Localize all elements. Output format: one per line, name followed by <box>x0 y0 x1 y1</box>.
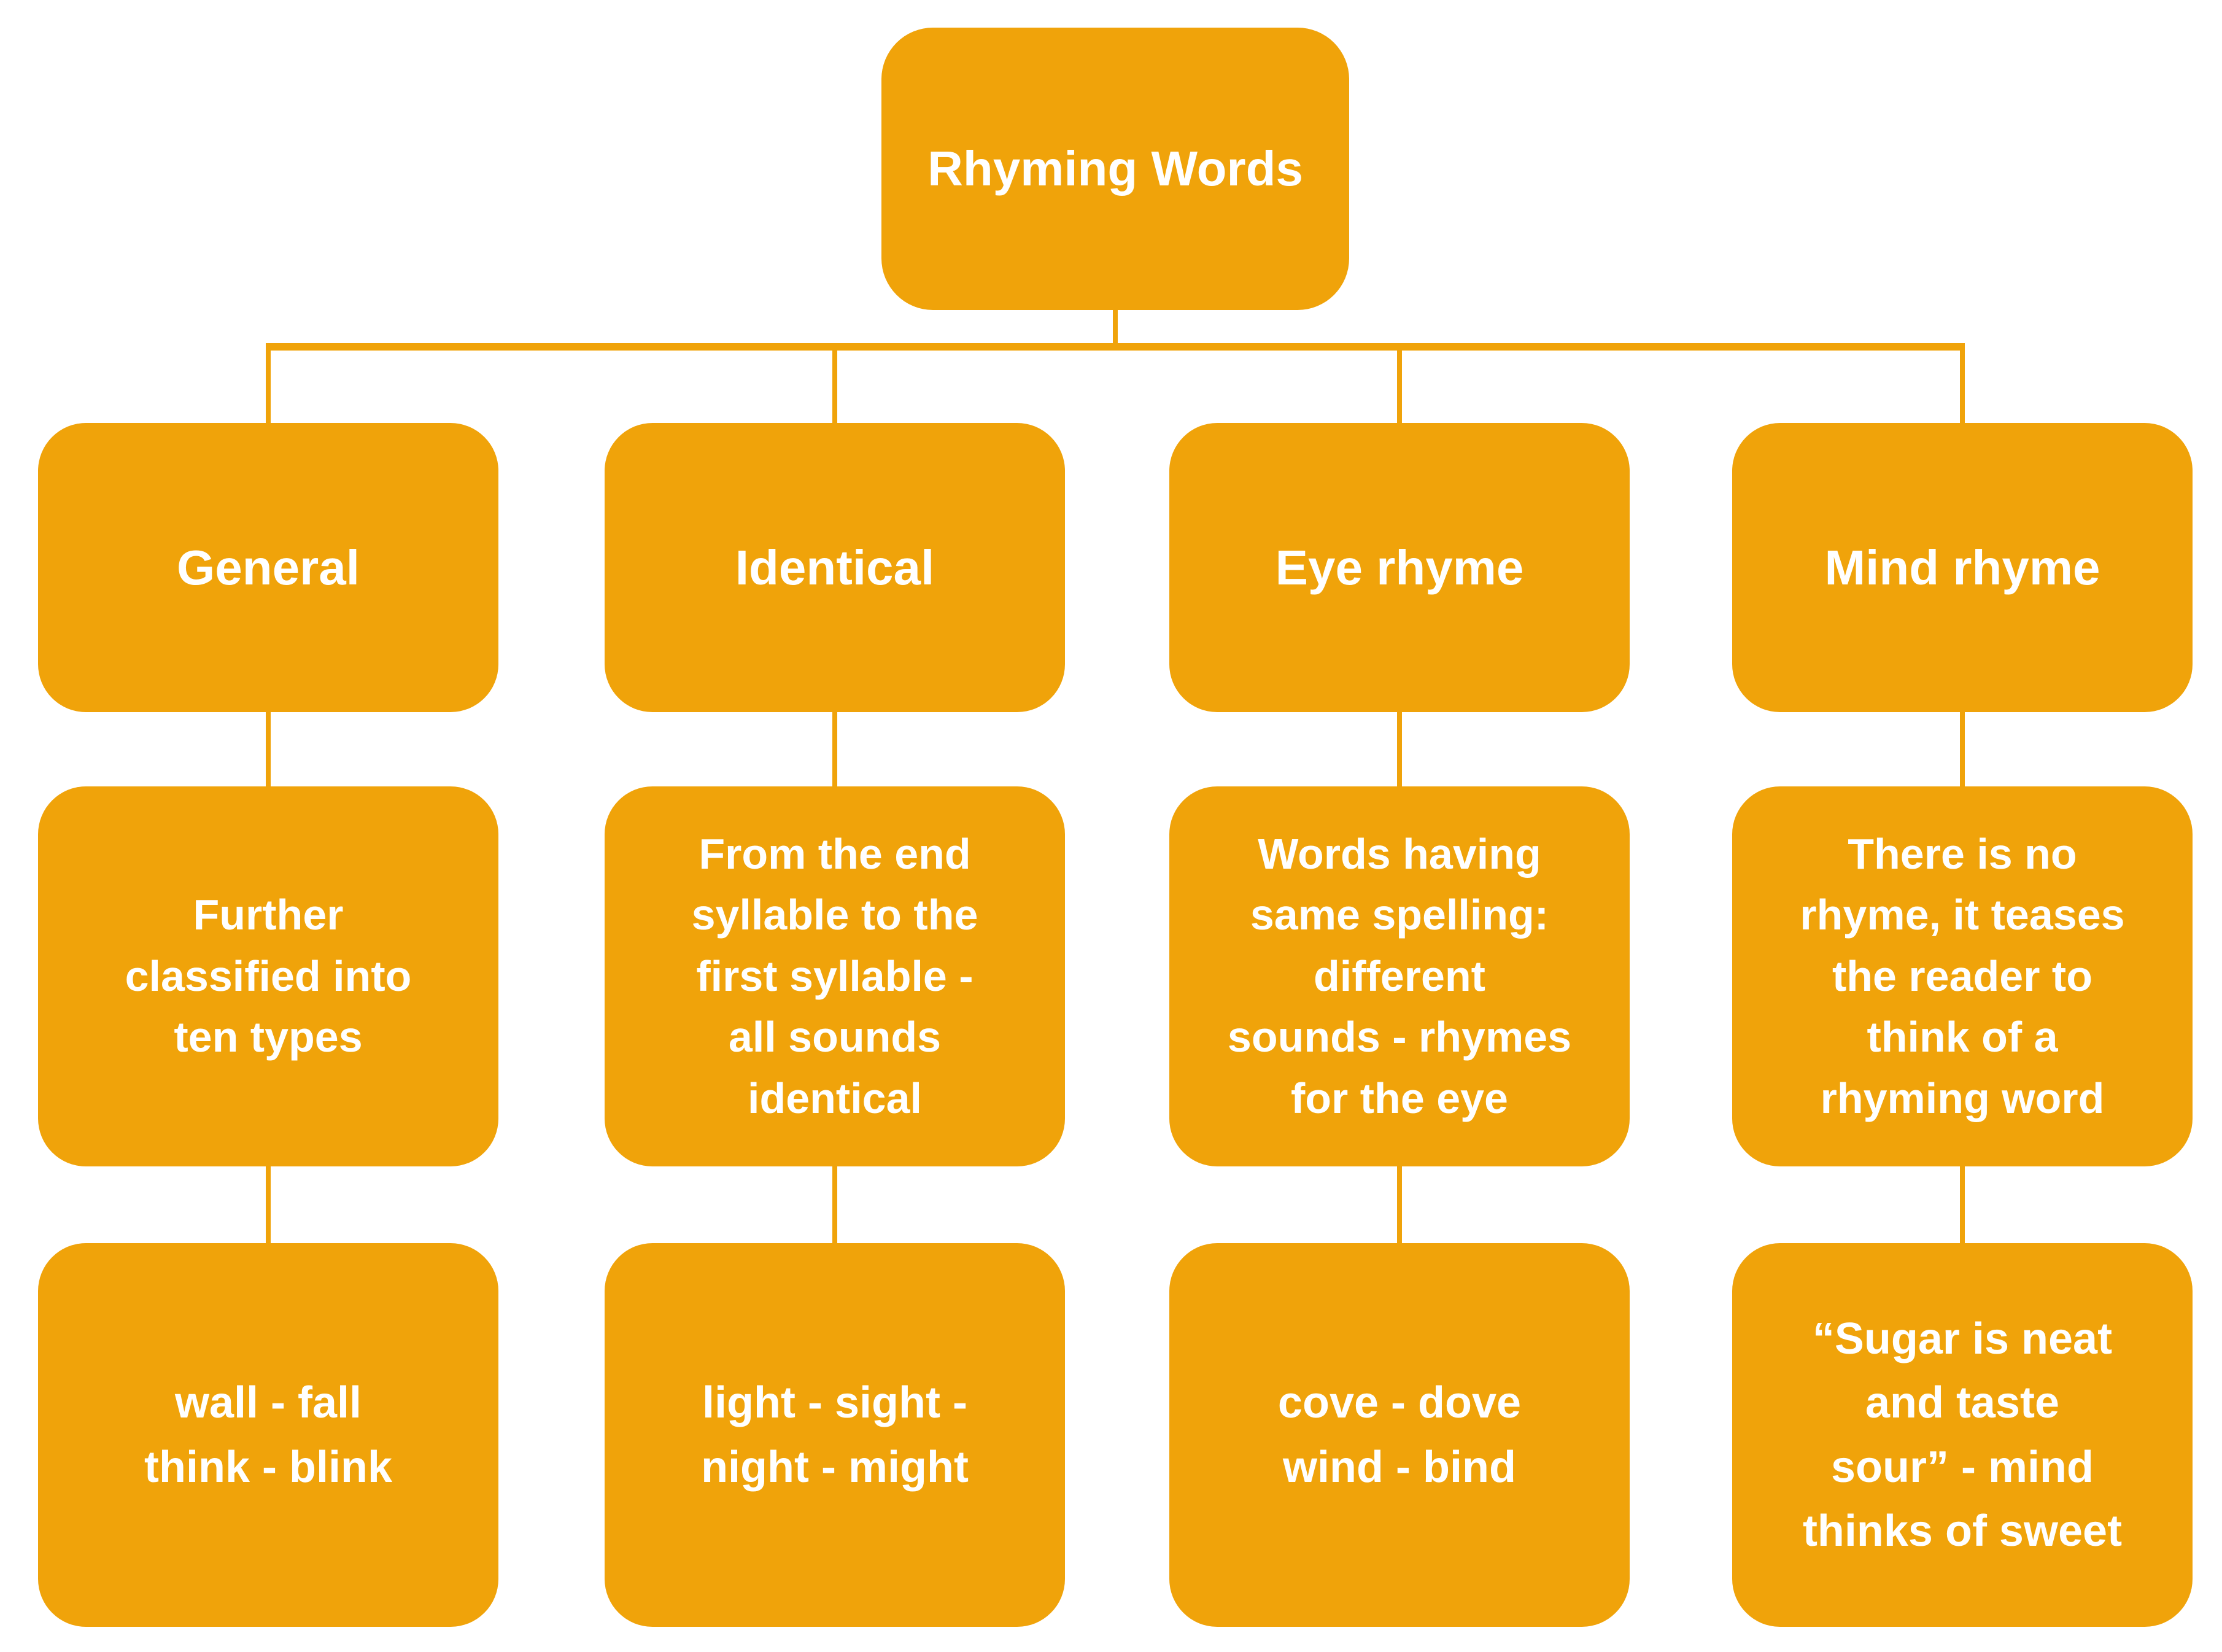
description-node-eye-rhyme: Words having same spelling: different so… <box>1169 786 1630 1166</box>
connector-general-description <box>266 711 271 788</box>
connector-mind-rhyme-example <box>1960 1165 1965 1244</box>
connector-identical-example <box>832 1165 837 1244</box>
header-node-mind-rhyme: Mind rhyme <box>1732 423 2193 712</box>
connector-identical-description <box>832 711 837 788</box>
example-text-mind-rhyme: “Sugar is neat and taste sour” - mind th… <box>1802 1314 2123 1556</box>
description-text-general: Further classified into ten types <box>125 891 412 1061</box>
description-node-identical: From the end syllable to the first sylla… <box>605 786 1065 1166</box>
header-label-general: General <box>177 540 360 595</box>
example-node-general: wall - fall think - blink <box>38 1243 498 1627</box>
header-label-identical: Identical <box>735 540 935 595</box>
header-node-general: General <box>38 423 498 712</box>
connector-mind-rhyme-description <box>1960 711 1965 788</box>
description-text-mind-rhyme: There is no rhyme, it teases the reader … <box>1800 830 2125 1122</box>
description-text-identical: From the end syllable to the first sylla… <box>691 830 978 1122</box>
description-node-mind-rhyme: There is no rhyme, it teases the reader … <box>1732 786 2193 1166</box>
root-node-rhyming-words: Rhyming Words <box>881 28 1349 310</box>
header-label-eye-rhyme: Eye rhyme <box>1275 540 1524 595</box>
connector-eye-rhyme-example <box>1397 1165 1402 1244</box>
root-label: Rhyming Words <box>927 141 1303 196</box>
example-text-identical: light - sight - night - might <box>701 1378 969 1492</box>
connector-branch-identical <box>832 347 837 423</box>
header-node-eye-rhyme: Eye rhyme <box>1169 423 1630 712</box>
example-text-general: wall - fall think - blink <box>144 1378 392 1492</box>
connector-branch-general <box>266 347 271 423</box>
connector-root-stem <box>1113 307 1118 348</box>
example-node-identical: light - sight - night - might <box>605 1243 1065 1627</box>
connector-branch-mind-rhyme <box>1960 347 1965 423</box>
connector-branch-eye-rhyme <box>1397 347 1402 423</box>
description-node-general: Further classified into ten types <box>38 786 498 1166</box>
header-node-identical: Identical <box>605 423 1065 712</box>
description-text-eye-rhyme: Words having same spelling: different so… <box>1227 830 1572 1122</box>
example-text-eye-rhyme: cove - dove wind - bind <box>1277 1378 1522 1492</box>
header-label-mind-rhyme: Mind rhyme <box>1824 540 2100 595</box>
connector-eye-rhyme-description <box>1397 711 1402 788</box>
example-node-eye-rhyme: cove - dove wind - bind <box>1169 1243 1630 1627</box>
connector-general-example <box>266 1165 271 1244</box>
example-node-mind-rhyme: “Sugar is neat and taste sour” - mind th… <box>1732 1243 2193 1627</box>
connector-crossbar <box>266 343 1965 351</box>
